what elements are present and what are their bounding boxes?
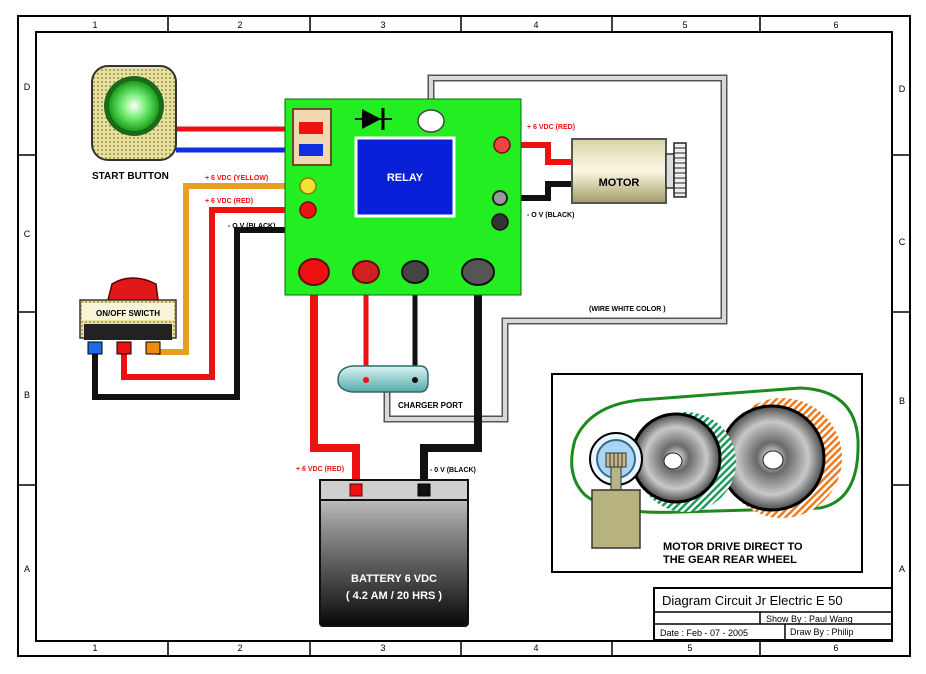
- battery-red-wire: [310, 272, 360, 490]
- row-label-left: A: [24, 564, 30, 574]
- motor-label: MOTOR: [599, 177, 640, 189]
- col-label-top: 5: [682, 20, 687, 30]
- relay-label: RELAY: [387, 172, 424, 184]
- black-wire-label: - O V (BLACK): [228, 223, 275, 230]
- start-button[interactable]: [91, 65, 177, 161]
- row-label-left: B: [24, 390, 30, 400]
- battery: [319, 479, 469, 627]
- motor-red-label: + 6 VDC (RED): [527, 124, 575, 131]
- white-wire: [383, 74, 728, 423]
- yellow-wire-label: + 6 VDC (YELLOW): [205, 175, 268, 182]
- motor: [571, 138, 687, 204]
- row-label-left: D: [24, 82, 31, 92]
- ground-terminal: [491, 213, 509, 231]
- yellow-terminal: [299, 177, 317, 195]
- motor-red-terminal: [493, 136, 511, 154]
- diagram-title: Diagram Circuit Jr Electric E 50: [662, 593, 843, 608]
- row-label-right: B: [899, 396, 905, 406]
- control-board: RELAY: [284, 98, 522, 296]
- charger-port[interactable]: [337, 365, 429, 393]
- red-wire-label: + 6 VDC (RED): [205, 198, 253, 205]
- row-label-right: C: [899, 237, 906, 247]
- switch-label: ON/OFF SWICTH: [96, 309, 160, 318]
- col-label-top: 1: [92, 20, 97, 30]
- relay: [354, 136, 456, 218]
- draw-by: Draw By : Philip: [790, 627, 854, 637]
- col-label-bottom: 3: [380, 643, 385, 653]
- date: Date : Feb - 07 - 2005: [660, 628, 748, 638]
- battery-black-wire: [420, 272, 482, 490]
- white-wire-label: (WIRE WHITE COLOR ): [589, 306, 666, 313]
- switch-red-wire: [121, 207, 308, 380]
- col-label-bottom: 6: [833, 643, 838, 653]
- wires: [92, 74, 728, 490]
- inset-caption-line2: THE GEAR REAR WHEEL: [663, 554, 797, 566]
- col-label-top: 2: [237, 20, 242, 30]
- col-label-bottom: 1: [92, 643, 97, 653]
- red-terminal: [299, 201, 317, 219]
- battery-red-label: + 6 VDC (RED): [296, 466, 344, 473]
- diode-icon: [355, 108, 392, 130]
- battery-black-label: - 0 V (BLACK): [430, 467, 476, 474]
- col-label-bottom: 5: [687, 643, 692, 653]
- drawing-frame: 1 2 3 4 5 6 1 2 3 4 5 6 D C B A D C B A: [17, 15, 911, 657]
- motor-black-label: - O V (BLACK): [527, 212, 574, 219]
- row-label-right: D: [899, 84, 906, 94]
- inset-caption-line1: MOTOR DRIVE DIRECT TO: [663, 541, 803, 553]
- row-label-left: C: [24, 229, 31, 239]
- col-label-top: 3: [380, 20, 385, 30]
- col-label-top: 6: [833, 20, 838, 30]
- on-off-switch[interactable]: [79, 277, 177, 355]
- show-by: Show By : Paul Wang: [766, 614, 853, 624]
- charger-port-label: CHARGER PORT: [398, 401, 463, 410]
- row-label-right: A: [899, 564, 905, 574]
- motor-black-terminal: [492, 190, 508, 206]
- battery-capacity-label: ( 4.2 AM / 20 HRS ): [346, 590, 443, 602]
- motor-red-wire: [502, 142, 572, 165]
- col-label-bottom: 4: [533, 643, 538, 653]
- start-button-label: START BUTTON: [92, 171, 169, 182]
- yellow-wire: [156, 183, 308, 355]
- col-label-bottom: 2: [237, 643, 242, 653]
- col-label-top: 4: [533, 20, 538, 30]
- motor-black-wire: [500, 181, 572, 201]
- battery-label: BATTERY 6 VDC: [351, 573, 437, 585]
- title-block: [653, 587, 893, 641]
- gear-drive-inset: [551, 373, 863, 573]
